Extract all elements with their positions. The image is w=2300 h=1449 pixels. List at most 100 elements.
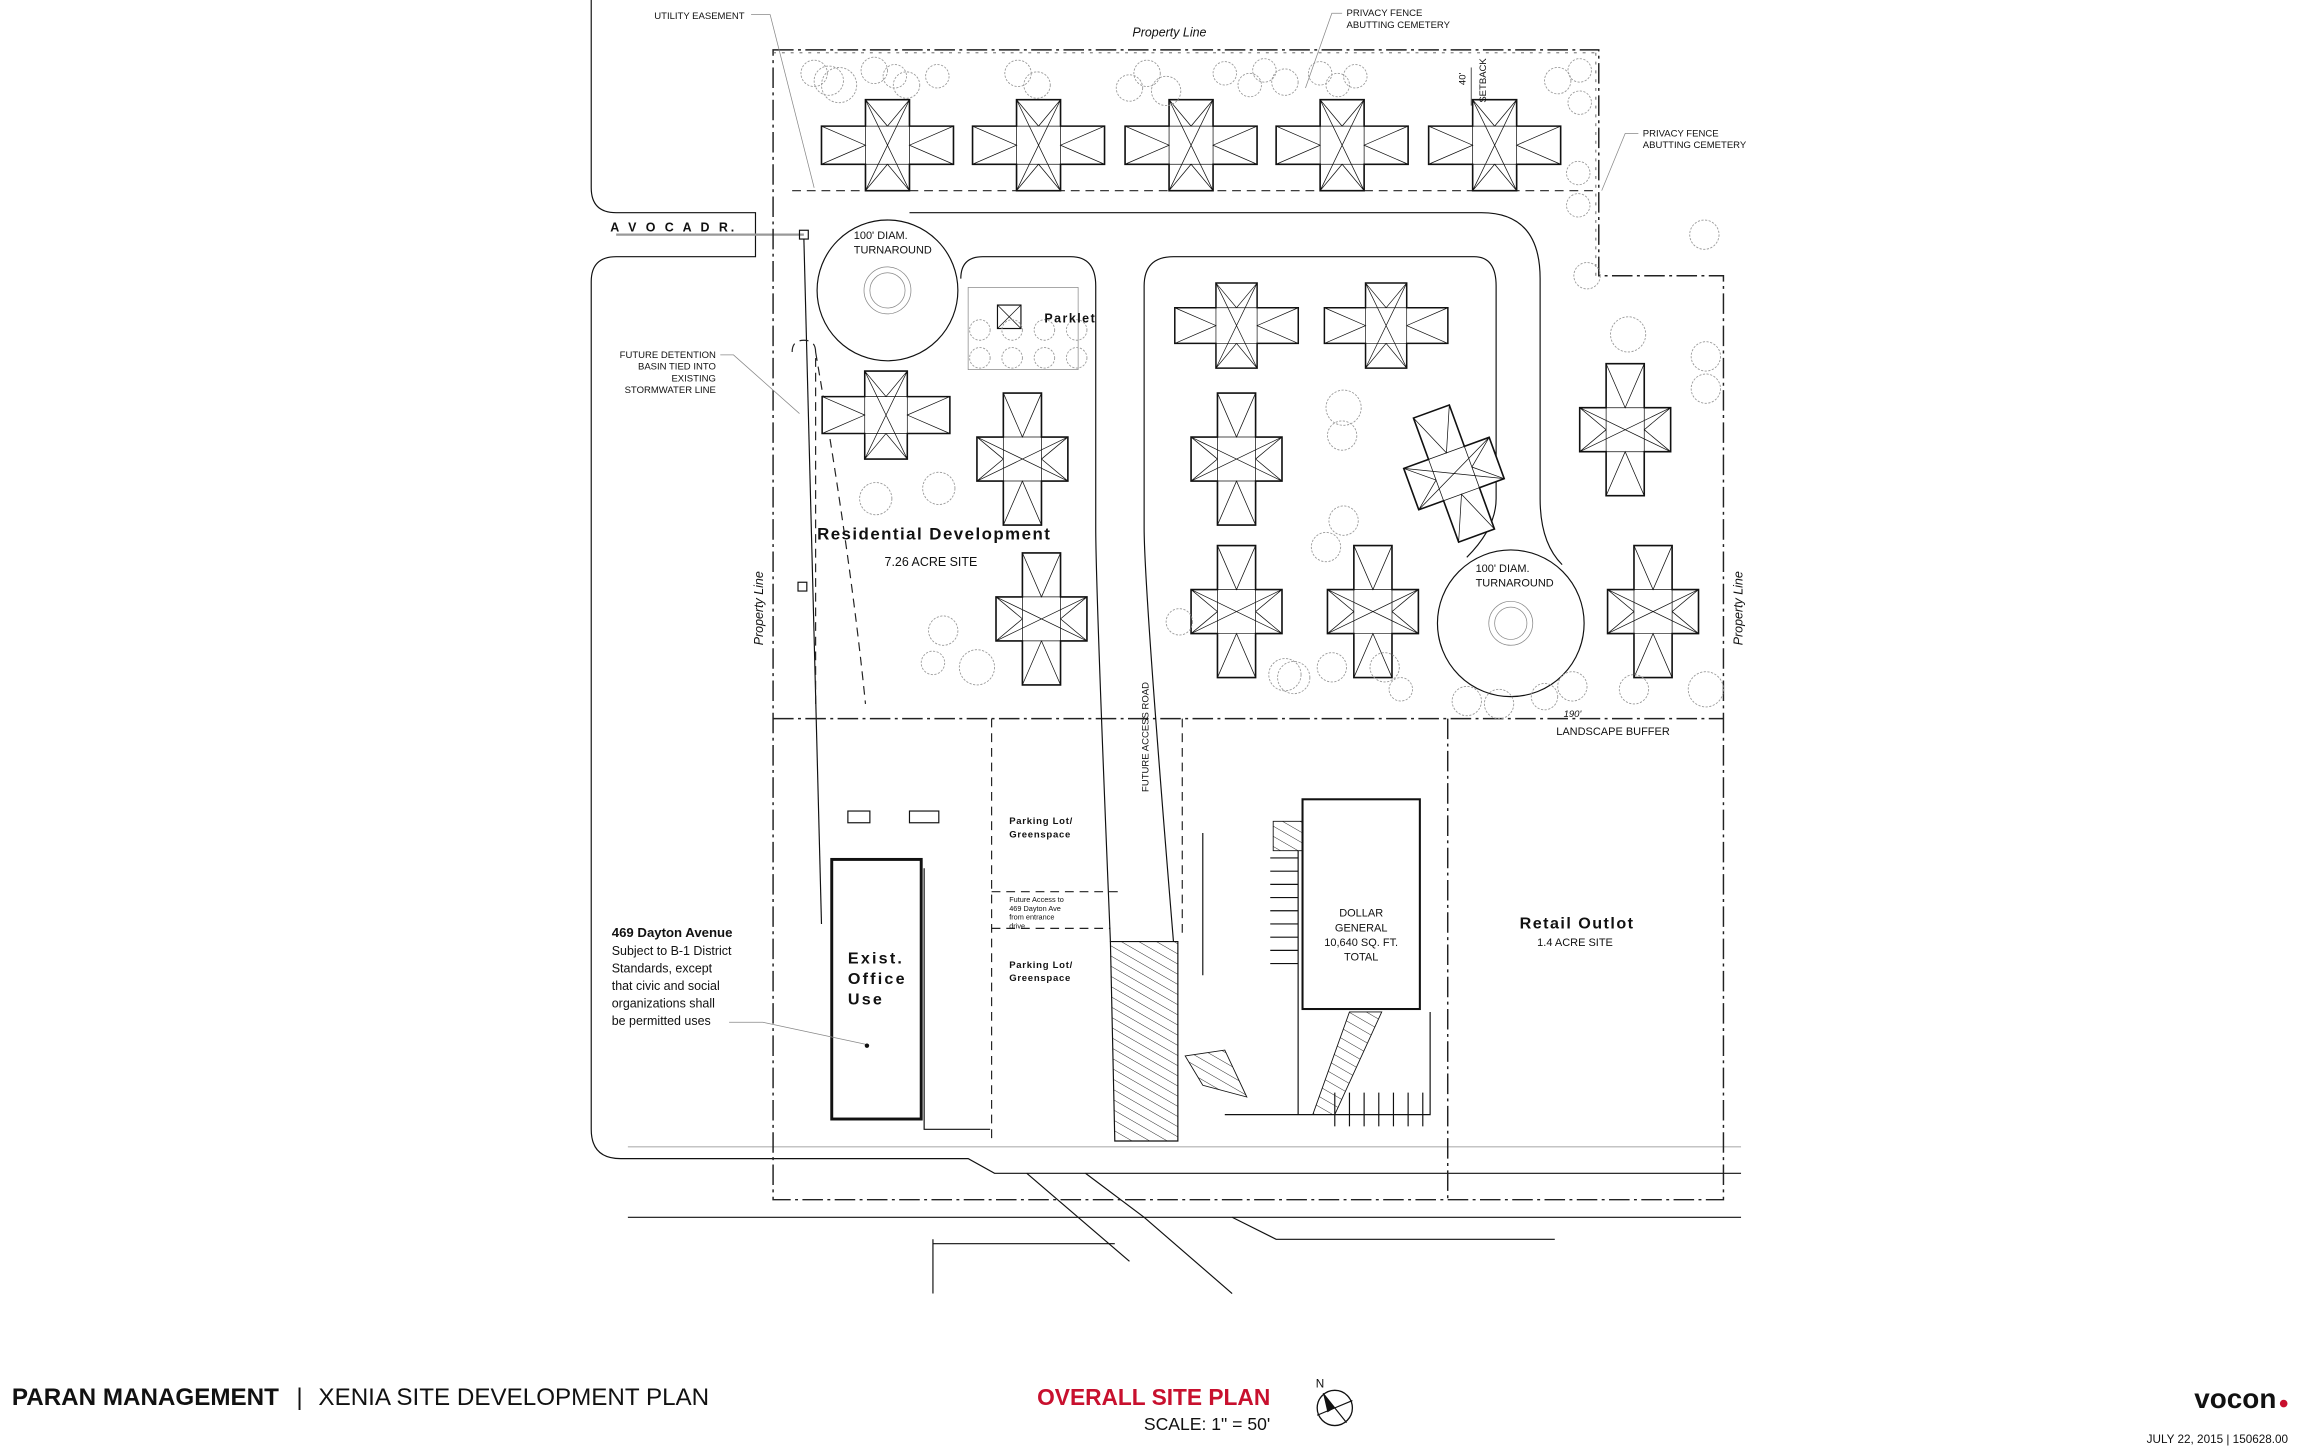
tree xyxy=(1327,420,1358,451)
tree xyxy=(1001,347,1023,369)
office-label-3: Use xyxy=(848,991,884,1009)
parking-south-label-2: Greenspace xyxy=(1009,973,1071,984)
houses xyxy=(820,98,1700,686)
tree xyxy=(1001,319,1023,341)
tree xyxy=(1271,68,1299,96)
property-line-left-label: Property Line xyxy=(752,571,766,645)
tree xyxy=(1033,319,1056,341)
dollar-general-site xyxy=(1202,798,1431,1127)
house xyxy=(1427,98,1562,192)
streets xyxy=(590,0,1742,1294)
house xyxy=(976,392,1069,526)
dayton-avenue-note: 469 Dayton Avenue Subject to B-1 Distric… xyxy=(612,925,870,1048)
tree xyxy=(1237,72,1262,98)
house xyxy=(820,98,955,192)
ramp-hatch xyxy=(1312,1011,1383,1116)
setback-label: SETBACK xyxy=(1478,58,1489,103)
tree xyxy=(1065,347,1088,369)
tree xyxy=(892,71,921,99)
dayton-title: 469 Dayton Avenue xyxy=(612,925,733,940)
office-label-1: Exist. xyxy=(848,950,904,968)
tree xyxy=(1690,373,1721,404)
privacy-fence-top-label-2: ABUTTING CEMETERY xyxy=(1347,20,1451,31)
landscape-buffer-label: LANDSCAPE BUFFER xyxy=(1556,726,1670,738)
tree xyxy=(813,65,844,96)
house xyxy=(1387,395,1521,552)
title-block: PARAN MANAGEMENT | XENIA SITE DEVELOPMEN… xyxy=(12,1377,2289,1446)
tree xyxy=(1610,316,1647,353)
tree xyxy=(1530,682,1559,711)
tree xyxy=(1328,505,1359,536)
house xyxy=(821,370,951,460)
tree xyxy=(1388,677,1413,702)
tree xyxy=(1690,341,1721,372)
tree xyxy=(928,615,959,646)
plan-labels: UTILITY EASEMENT Property Line PRIVACY F… xyxy=(610,8,1747,1048)
scale-label: SCALE: 1" = 50' xyxy=(1144,1414,1270,1434)
tree xyxy=(1023,71,1051,99)
tree xyxy=(1151,75,1182,107)
tree xyxy=(1115,74,1144,102)
property-line-top-label: Property Line xyxy=(1132,26,1206,40)
setback-dimension: 40' xyxy=(1457,72,1468,85)
tree xyxy=(859,482,893,516)
residential-area-label: 7.26 ACRE SITE xyxy=(885,555,978,569)
dayton-note-line: be permitted uses xyxy=(612,1014,711,1028)
dollar-general-label-1: DOLLAR xyxy=(1339,908,1383,920)
privacy-fence-top-label-1: PRIVACY FENCE xyxy=(1347,8,1423,19)
tree xyxy=(860,56,888,85)
house xyxy=(1606,544,1700,679)
tree xyxy=(1566,193,1591,218)
tree xyxy=(958,649,995,686)
tree xyxy=(1689,219,1720,250)
tree xyxy=(920,650,946,676)
future-access-note-line: 469 Dayton Ave xyxy=(1009,904,1061,913)
office-lot-outline xyxy=(923,868,991,1130)
tree xyxy=(922,471,956,505)
tree xyxy=(1307,61,1333,86)
house xyxy=(1326,544,1420,679)
buffer-dimension: 190' xyxy=(1564,709,1583,720)
detention-note-line: STORMWATER LINE xyxy=(625,385,716,396)
tree xyxy=(1165,608,1193,636)
tree xyxy=(1687,671,1724,708)
dayton-note-line: Standards, except xyxy=(612,961,713,975)
tree xyxy=(1065,319,1088,341)
existing-office-building xyxy=(830,857,923,1121)
detention-note: FUTURE DETENTION BASIN TIED INTO EXISTIN… xyxy=(620,350,800,414)
project-title: XENIA SITE DEVELOPMENT PLAN xyxy=(318,1384,709,1411)
house xyxy=(995,552,1088,686)
utility-easement-label: UTILITY EASEMENT xyxy=(654,11,744,22)
house xyxy=(971,98,1106,192)
privacy-fence-right-label-2: ABUTTING CEMETERY xyxy=(1643,140,1747,151)
parking-north-label-1: Parking Lot/ xyxy=(1009,816,1073,827)
tree xyxy=(925,64,950,89)
tree xyxy=(1369,652,1400,683)
residential-development-title: Residential Development xyxy=(817,525,1051,544)
house xyxy=(1275,98,1409,192)
tree xyxy=(1573,262,1601,290)
turnaround-west-label-1: 100' DIAM. xyxy=(854,230,908,242)
tree xyxy=(1567,58,1592,83)
tree xyxy=(1033,347,1056,369)
title-separator: | xyxy=(296,1384,302,1411)
tree xyxy=(1618,674,1650,705)
dollar-general-label-4: TOTAL xyxy=(1344,952,1378,964)
tree xyxy=(1133,59,1161,87)
house xyxy=(1323,282,1449,369)
tree xyxy=(821,67,858,104)
tree xyxy=(1004,59,1032,87)
dollar-general-label-2: GENERAL xyxy=(1335,922,1388,934)
house xyxy=(1124,98,1258,192)
tree xyxy=(969,319,991,341)
tree xyxy=(1544,67,1572,95)
dayton-note-line: Subject to B-1 District xyxy=(612,944,732,958)
tree xyxy=(1451,685,1482,717)
dayton-note-line: organizations shall xyxy=(612,997,715,1011)
property-line-right-label: Property Line xyxy=(1732,571,1746,645)
future-access-note-line: Future Access to xyxy=(1009,895,1064,904)
house xyxy=(1173,282,1300,369)
tree xyxy=(1566,160,1591,186)
date-job-number: JULY 22, 2015 | 150628.00 xyxy=(2147,1433,2289,1446)
future-access-note-line: drive xyxy=(1009,921,1025,930)
